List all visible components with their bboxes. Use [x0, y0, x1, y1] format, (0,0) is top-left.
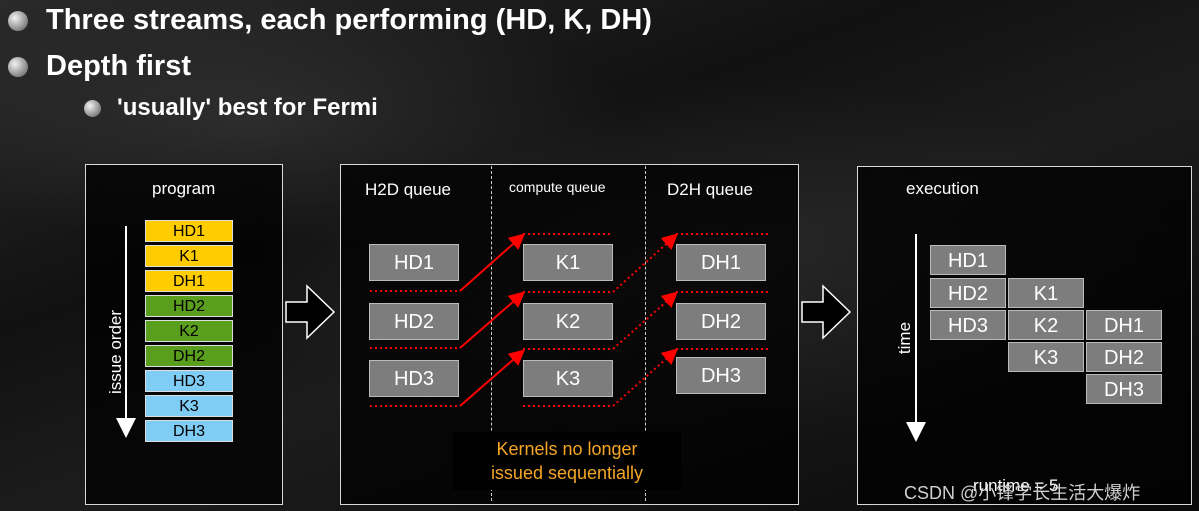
- exec-item: K1: [1008, 278, 1084, 308]
- time-label: time: [895, 322, 914, 354]
- program-item: K3: [145, 395, 233, 417]
- bullet-text: 'usually' best for Fermi: [117, 94, 378, 121]
- compute-item: K1: [523, 244, 613, 281]
- runtime-label: runtime = 5: [973, 476, 1059, 495]
- h2d-item: HD2: [369, 303, 459, 340]
- watermark: CSDN @小锋学长生活大爆炸: [904, 483, 1141, 503]
- program-item: HD1: [145, 220, 233, 242]
- compute-queue-title: compute queue: [509, 179, 606, 195]
- exec-item: DH2: [1086, 342, 1162, 372]
- issue-order-label: issue order: [106, 310, 125, 394]
- program-item: HD3: [145, 370, 233, 392]
- exec-item: HD1: [930, 245, 1006, 275]
- program-item: HD2: [145, 295, 233, 317]
- program-item: DH2: [145, 345, 233, 367]
- h2d-item: HD1: [369, 244, 459, 281]
- execution-title: execution: [906, 179, 979, 198]
- bullet-dot-icon: [8, 56, 28, 77]
- note-line: Kernels no longer: [496, 439, 638, 459]
- flow-arrow-icon: [801, 284, 852, 340]
- exec-item: HD3: [930, 310, 1006, 340]
- d2h-item: DH3: [676, 357, 766, 394]
- exec-item: DH3: [1086, 374, 1162, 404]
- sub-bullet-fermi: 'usually' best for Fermi: [84, 94, 378, 122]
- flow-arrow-icon: [285, 284, 336, 340]
- compute-item: K2: [523, 303, 613, 340]
- exec-item: DH1: [1086, 310, 1162, 340]
- program-title: program: [152, 179, 216, 198]
- bullet-depth-first: Depth first: [8, 50, 191, 83]
- d2h-item: DH1: [676, 244, 766, 281]
- kernels-note: Kernels no longer issued sequentially: [453, 432, 681, 490]
- exec-item: K3: [1008, 342, 1084, 372]
- note-line: issued sequentially: [490, 463, 644, 483]
- d2h-item: DH2: [676, 303, 766, 340]
- program-item: K2: [145, 320, 233, 342]
- d2h-queue-title: D2H queue: [667, 180, 754, 199]
- bullet-dot-icon: [84, 99, 101, 117]
- program-item: K1: [145, 245, 233, 267]
- compute-item: K3: [523, 360, 613, 397]
- program-item: DH1: [145, 270, 233, 292]
- bullet-text: Three streams, each performing (HD, K, D…: [46, 4, 652, 36]
- bullet-streams: Three streams, each performing (HD, K, D…: [8, 4, 652, 37]
- h2d-queue-title: H2D queue: [365, 180, 452, 199]
- program-item: DH3: [145, 420, 233, 442]
- queue-divider: [645, 166, 646, 501]
- dotted-lines: [370, 233, 768, 407]
- exec-item: HD2: [930, 278, 1006, 308]
- exec-item: K2: [1008, 310, 1084, 340]
- bullet-dot-icon: [8, 10, 28, 31]
- bullet-text: Depth first: [46, 50, 191, 82]
- dependency-arrows: [459, 233, 678, 407]
- h2d-item: HD3: [369, 360, 459, 397]
- queue-divider: [491, 166, 492, 501]
